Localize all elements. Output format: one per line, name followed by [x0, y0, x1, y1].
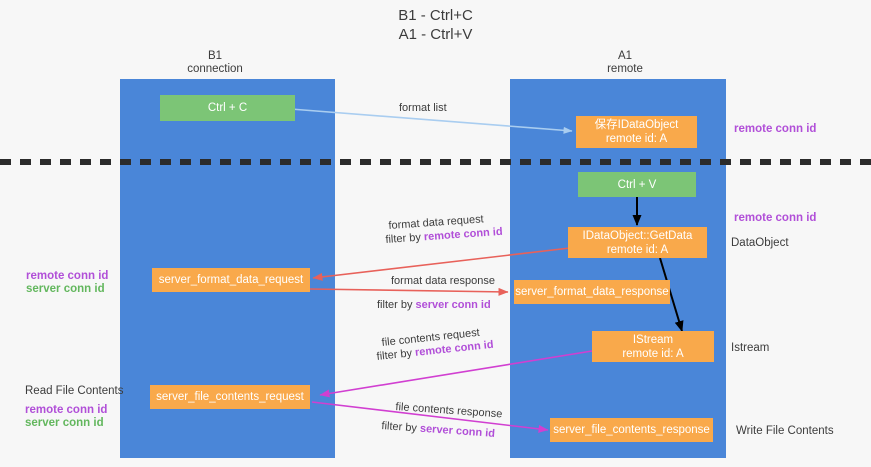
title-line-2: A1 - Ctrl+V [398, 26, 473, 43]
annotation-right-remote-conn-id-top: remote conn id [734, 123, 817, 135]
column-header-a1-subtitle: remote [607, 63, 643, 75]
page-title: B1 - Ctrl+C A1 - Ctrl+V [0, 6, 871, 44]
node-save-idataobject-line2: remote id: A [605, 133, 668, 145]
annotation-right-istream: Istream [731, 342, 770, 354]
annotation-right-remote-conn-id-mid: remote conn id [734, 212, 817, 224]
node-ctrl-c-label: Ctrl + C [207, 102, 248, 114]
node-getdata[interactable]: IDataObject::GetData remote id: A [568, 227, 707, 258]
node-istream[interactable]: IStream remote id: A [592, 331, 714, 362]
annotation-left-server-conn-id-2: server conn id [25, 417, 104, 429]
filter-prefix: filter by [376, 346, 416, 363]
annotation-right-write-file-contents: Write File Contents [736, 425, 834, 437]
node-server-file-contents-response[interactable]: server_file_contents_response [550, 418, 713, 442]
node-server-file-contents-request[interactable]: server_file_contents_request [150, 385, 310, 409]
node-istream-line1: IStream [632, 333, 674, 346]
filter-key-server-conn-id: server conn id [419, 422, 496, 440]
column-header-a1: A1 remote [565, 50, 685, 76]
column-header-b1-subtitle: connection [187, 63, 243, 75]
node-ctrl-v-label: Ctrl + V [617, 178, 657, 191]
edge-label-format-data-response-filter: filter by server conn id [377, 298, 491, 312]
node-server-format-data-response[interactable]: server_format_data_response [514, 280, 670, 304]
node-getdata-line2: remote id: A [606, 243, 669, 256]
title-line-1: B1 - Ctrl+C [398, 7, 473, 24]
annotation-left-remote-conn-id: remote conn id [26, 270, 109, 282]
filter-prefix: filter by [385, 231, 425, 246]
node-save-idataobject[interactable]: 保存IDataObject remote id: A [576, 116, 697, 148]
node-save-idataobject-line1: 保存IDataObject [594, 119, 679, 131]
node-getdata-line1: IDataObject::GetData [582, 229, 693, 242]
annotation-left-read-file-contents: Read File Contents [25, 385, 124, 397]
annotation-left-remote-conn-id-2: remote conn id [25, 404, 108, 416]
edge-label-format-data-response: format data response [391, 275, 495, 287]
column-header-b1: B1 connection [155, 50, 275, 76]
node-istream-line2: remote id: A [622, 347, 684, 360]
column-header-a1-title: A1 [617, 50, 633, 62]
column-header-b1-title: B1 [207, 50, 223, 62]
node-server-format-data-response-label: server_format_data_response [515, 286, 669, 298]
node-server-file-contents-request-label: server_file_contents_request [156, 391, 304, 403]
node-ctrl-v[interactable]: Ctrl + V [578, 172, 696, 197]
filter-key-server-conn-id: server conn id [415, 299, 491, 311]
edge-label-format-list: format list [399, 102, 447, 114]
annotation-left-server-conn-id: server conn id [26, 283, 105, 295]
filter-prefix: filter by [377, 299, 416, 311]
node-server-format-data-request-label: server_format_data_request [158, 274, 304, 286]
filter-prefix: filter by [381, 419, 421, 435]
arrow-format-data-response [309, 287, 509, 296]
edge-label-file-contents-response-filter: filter by server conn id [381, 419, 495, 441]
node-server-file-contents-response-label: server_file_contents_response [553, 424, 710, 436]
filter-key-remote-conn-id: remote conn id [423, 225, 503, 244]
node-server-format-data-request[interactable]: server_format_data_request [152, 268, 310, 292]
annotation-right-dataobject: DataObject [731, 237, 789, 249]
edge-label-file-contents-response: file contents response [395, 400, 503, 421]
node-ctrl-c[interactable]: Ctrl + C [160, 95, 295, 121]
